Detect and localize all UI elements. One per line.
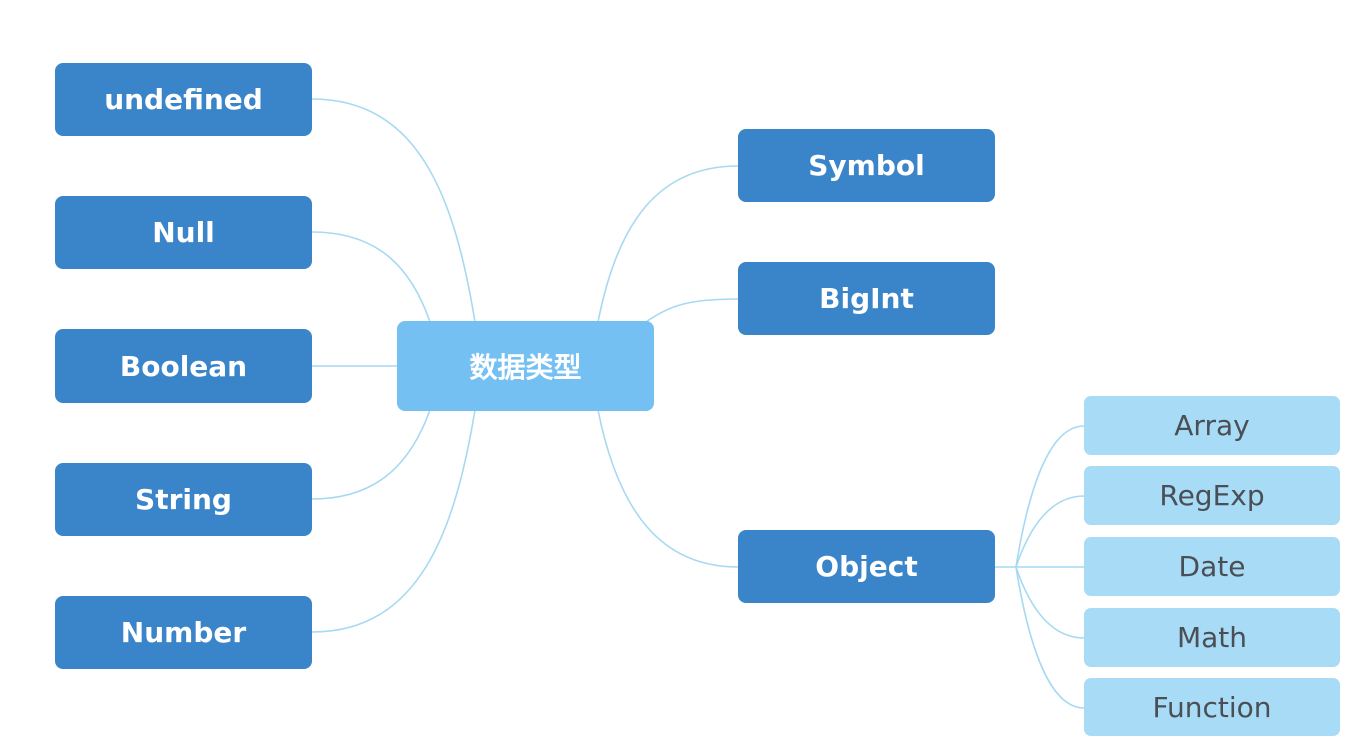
- connector-object: [597, 409, 739, 568]
- connector-string: [311, 409, 431, 500]
- node-bigint: BigInt: [738, 262, 995, 335]
- node-date: Date: [1084, 537, 1340, 596]
- node-undefined: undefined: [55, 63, 312, 136]
- connector-array: [995, 425, 1085, 568]
- connector-function: [1015, 566, 1085, 709]
- node-boolean: Boolean: [55, 329, 312, 403]
- node-math: Math: [1084, 608, 1340, 667]
- connector-bigint: [645, 298, 739, 323]
- connector-math: [1015, 566, 1085, 639]
- connector-symbol: [597, 165, 739, 323]
- node-string: String: [55, 463, 312, 536]
- node-number: Number: [55, 596, 312, 669]
- node-object: Object: [738, 530, 995, 603]
- node-function: Function: [1084, 678, 1340, 736]
- connector-regexp: [1015, 495, 1085, 568]
- connector-null: [311, 231, 431, 323]
- node-regexp: RegExp: [1084, 466, 1340, 525]
- connector-undefined: [311, 98, 476, 323]
- connector-number: [311, 409, 476, 633]
- node-center-data-types: 数据类型: [397, 321, 654, 411]
- node-null: Null: [55, 196, 312, 269]
- node-symbol: Symbol: [738, 129, 995, 202]
- node-array: Array: [1084, 396, 1340, 455]
